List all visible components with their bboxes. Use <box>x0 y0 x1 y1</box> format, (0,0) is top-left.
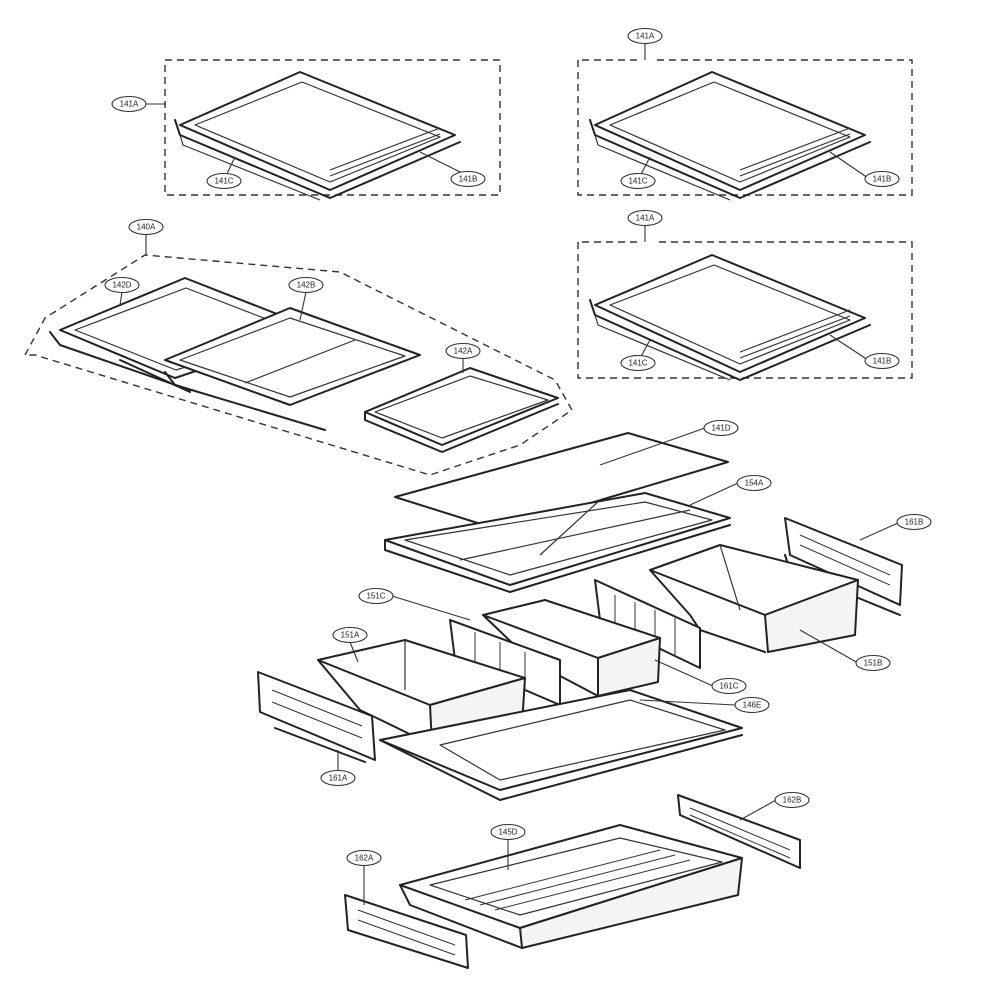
crisper-divider-161a <box>257 671 376 763</box>
callout-label: 141D <box>711 424 730 433</box>
callout-label: 141C <box>628 359 647 368</box>
crisper-cover-frame-154a <box>384 492 731 593</box>
callout-161c: 161C <box>711 677 747 695</box>
callout-161a: 161A <box>320 769 356 787</box>
callout-162b: 162B <box>774 791 810 809</box>
callout-label: 162A <box>355 854 374 863</box>
callout-label: 141C <box>214 177 233 186</box>
callout-145d: 145D <box>490 823 526 841</box>
callout-151a: 151A <box>332 626 368 644</box>
callout-141a-2: 141A <box>627 27 663 45</box>
crisper-drawer-151c <box>482 599 661 697</box>
folding-shelf-assembly-140a <box>24 254 573 476</box>
callout-label: 141A <box>636 32 655 41</box>
glass-plate-141d <box>394 432 729 531</box>
callout-label: 141B <box>459 175 478 184</box>
callout-label: 151B <box>864 659 883 668</box>
callout-label: 142A <box>454 347 473 356</box>
callout-label: 142D <box>112 281 131 290</box>
callout-142b: 142B <box>288 276 324 294</box>
pantry-drawer-145d <box>399 824 743 949</box>
callout-141b-2: 141B <box>864 170 900 188</box>
callout-label: 141B <box>873 357 892 366</box>
callout-146e: 146E <box>734 696 770 714</box>
callout-141b-3: 141B <box>864 352 900 370</box>
callout-label: 161C <box>719 682 738 691</box>
callout-label: 141B <box>873 175 892 184</box>
callout-label: 140A <box>137 223 156 232</box>
callout-162a: 162A <box>346 849 382 867</box>
callout-140a: 140A <box>128 218 164 236</box>
callout-label: 146E <box>743 701 762 710</box>
callout-142a: 142A <box>445 342 481 360</box>
crisper-drawer-151b <box>649 544 859 653</box>
drawer-rail-162b <box>677 794 801 869</box>
shelf-assembly-141a-top-left <box>164 59 501 201</box>
shelf-assembly-141a-middle-right <box>577 241 913 381</box>
callout-label: 161B <box>905 518 924 527</box>
callout-label: 141A <box>120 100 139 109</box>
callout-141d: 141D <box>703 419 739 437</box>
callout-151b: 151B <box>855 654 891 672</box>
callout-142d: 142D <box>104 276 140 294</box>
callout-label: 151A <box>341 631 360 640</box>
callout-154a: 154A <box>736 474 772 492</box>
callout-label: 154A <box>745 479 764 488</box>
callout-label: 142B <box>297 281 316 290</box>
callout-label: 145D <box>498 828 517 837</box>
callout-label: 151C <box>366 592 385 601</box>
callout-label: 161A <box>329 774 348 783</box>
callout-141c-3: 141C <box>620 354 656 372</box>
callout-label: 141C <box>628 177 647 186</box>
callout-label: 162B <box>783 796 802 805</box>
callout-161b: 161B <box>896 513 932 531</box>
drawer-rail-162a <box>344 894 469 969</box>
shelf-assembly-141a-top-right <box>577 59 913 201</box>
callout-141a-3: 141A <box>627 209 663 227</box>
callout-141b-1: 141B <box>450 170 486 188</box>
drawer-cover-146e <box>379 689 743 801</box>
callout-141a-1: 141A <box>111 95 147 113</box>
callout-151c: 151C <box>358 587 394 605</box>
callout-141c-1: 141C <box>206 172 242 190</box>
callout-label: 141A <box>636 214 655 223</box>
callout-141c-2: 141C <box>620 172 656 190</box>
